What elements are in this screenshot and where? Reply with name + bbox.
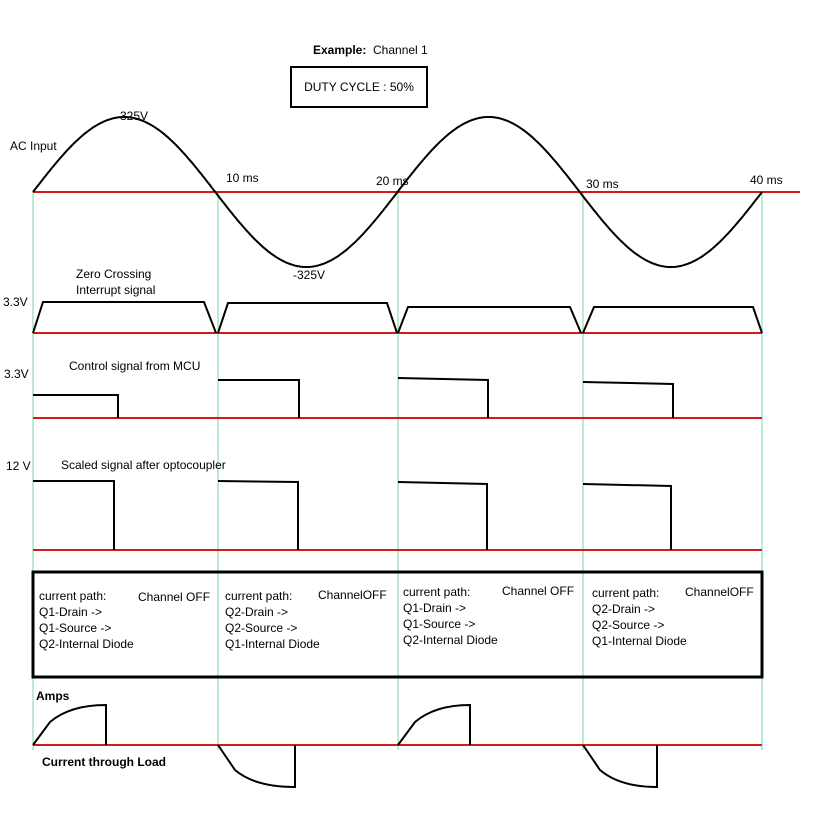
control-pulse-3	[397, 377, 489, 418]
time-label-10ms: 10 ms	[226, 171, 259, 185]
scaled-title: Scaled signal after optocoupler	[61, 458, 226, 472]
current-path-cell-1: current path: Q1-Drain -> Q1-Source -> Q…	[39, 588, 134, 652]
example-label: Example:	[313, 43, 367, 57]
cell-line: Q2-Source ->	[225, 621, 298, 635]
scaled-pulse-4	[582, 483, 672, 550]
current-path-table	[31, 570, 764, 679]
channel-state-2: ChannelOFF	[318, 588, 387, 602]
channel-label: Channel 1	[373, 43, 428, 57]
amps-label: Amps	[36, 689, 70, 703]
channel-state-1: Channel OFF	[138, 590, 211, 604]
scaled-pulse-3	[397, 481, 488, 550]
cell-line: Q2-Drain ->	[225, 605, 289, 619]
duty-cycle-box: DUTY CYCLE : 50%	[290, 66, 428, 108]
duty-cycle-text: DUTY CYCLE : 50%	[304, 80, 414, 94]
load-current-pulse-2	[217, 744, 296, 789]
load-current-title: Current through Load	[42, 755, 166, 769]
cell-title: current path:	[403, 585, 471, 599]
control-pulse-2	[218, 379, 300, 418]
load-current-pulse-1	[32, 703, 107, 746]
control-pulse-4	[582, 381, 674, 418]
zc-pulse-1	[32, 301, 217, 334]
cell-line: Q1-Internal Diode	[592, 634, 687, 648]
cell-line: Q1-Drain ->	[403, 601, 467, 615]
ac-peak-label: 325V	[120, 109, 149, 123]
load-current-pulse-4	[582, 744, 658, 789]
channel-state-3: Channel OFF	[502, 584, 575, 598]
cell-line: Q2-Internal Diode	[403, 633, 498, 647]
cell-title: current path:	[592, 586, 660, 600]
ac-input-label: AC Input	[10, 139, 57, 153]
cell-line: Q1-Source ->	[39, 621, 112, 635]
zc-title-line1: Zero Crossing	[76, 267, 152, 281]
channel-state-4: ChannelOFF	[685, 585, 754, 599]
time-label-40ms: 40 ms	[750, 173, 783, 187]
cell-line: Q2-Source ->	[592, 618, 665, 632]
cell-line: Q2-Drain ->	[592, 602, 656, 616]
current-path-cell-2: current path: Q2-Drain -> Q2-Source -> Q…	[225, 588, 320, 652]
cell-line: Q2-Internal Diode	[39, 637, 134, 651]
time-label-30ms: 30 ms	[586, 177, 619, 191]
ac-sine-wave	[32, 116, 763, 268]
zc-pulse-2	[217, 302, 398, 334]
zc-pulse-4	[582, 306, 763, 334]
control-pulse-1	[33, 394, 119, 418]
control-level-label: 3.3V	[4, 367, 29, 381]
cell-line: Q1-Internal Diode	[225, 637, 320, 651]
current-path-cell-4: current path: Q2-Drain -> Q2-Source -> Q…	[592, 585, 687, 649]
zc-title-line2: Interrupt signal	[76, 283, 156, 297]
zc-level-label: 3.3V	[3, 295, 28, 309]
cell-title: current path:	[225, 589, 293, 603]
cell-line: Q1-Source ->	[403, 617, 476, 631]
scaled-level-label: 12 V	[6, 459, 31, 473]
load-current-pulse-3	[397, 703, 471, 746]
time-label-20ms: 20 ms	[376, 174, 409, 188]
cell-title: current path:	[39, 589, 107, 603]
scaled-pulse-2	[217, 480, 299, 550]
ac-trough-label: -325V	[293, 268, 326, 282]
control-title: Control signal from MCU	[69, 359, 201, 373]
current-path-cell-3: current path: Q1-Drain -> Q1-Source -> Q…	[403, 584, 498, 648]
cell-line: Q1-Drain ->	[39, 605, 103, 619]
zc-pulse-3	[397, 306, 582, 334]
scaled-pulse-1	[33, 480, 115, 550]
